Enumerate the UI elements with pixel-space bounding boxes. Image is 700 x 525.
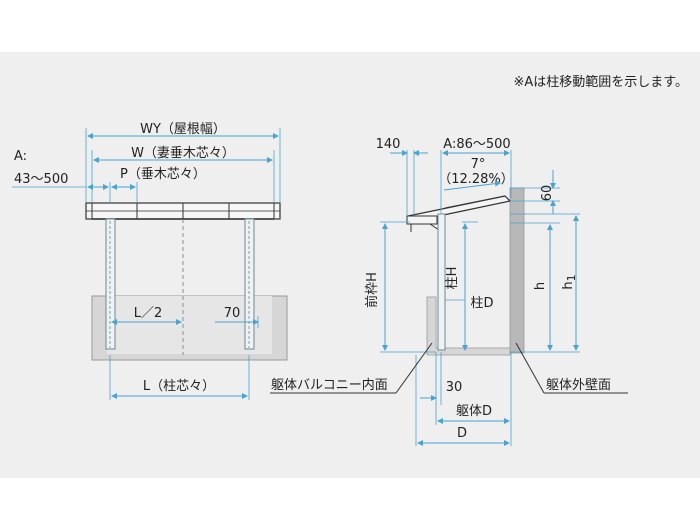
label-front-h: 前枠H <box>364 272 380 308</box>
label-p: P（垂木芯々） <box>120 167 206 182</box>
label-wall-outer: 躯体外壁面 <box>546 377 611 393</box>
side-wall <box>509 187 525 354</box>
side-view: 140 A:86～500 7° （12.28%） 60 <box>270 137 628 446</box>
label-h1: h1 <box>561 274 578 289</box>
label-post-d: 柱D <box>470 296 493 311</box>
label-balcony-inner: 躯体バルコニー内面 <box>271 377 388 393</box>
label-angle-pct: （12.28%） <box>438 172 514 187</box>
label-h: h <box>533 282 548 290</box>
leader-balcony-inner <box>395 342 433 394</box>
label-30: 30 <box>446 380 463 395</box>
front-view: WY（屋根幅） W（妻垂木芯々） A: 43～500 P（垂木芯々） L／2 7… <box>12 122 288 400</box>
label-l-half: L／2 <box>134 306 163 321</box>
label-60: 60 <box>540 185 555 202</box>
side-balcony <box>426 296 511 356</box>
angle-arrow <box>443 180 501 191</box>
label-angle: 7° <box>471 157 486 172</box>
label-a-front: A: <box>14 149 27 164</box>
label-body-d: 躯体D <box>456 403 492 419</box>
label-d: D <box>457 426 467 441</box>
label-140: 140 <box>376 137 401 152</box>
leader-wall-outer <box>515 342 545 394</box>
label-a-range-front: 43～500 <box>14 172 68 187</box>
side-post <box>437 213 446 351</box>
side-gutter <box>406 215 438 225</box>
label-w: W（妻垂木芯々） <box>131 146 235 161</box>
label-l: L（柱芯々） <box>143 379 215 394</box>
front-post-left <box>105 218 116 350</box>
note-text: ※Aは柱移動範囲を示します。 <box>514 75 689 90</box>
front-post-right <box>244 218 255 350</box>
label-post-h: 柱H <box>445 267 460 290</box>
label-70: 70 <box>224 306 241 321</box>
label-a-range-side: A:86～500 <box>443 137 510 152</box>
label-wy: WY（屋根幅） <box>140 122 226 137</box>
diagram-panel <box>0 52 700 478</box>
